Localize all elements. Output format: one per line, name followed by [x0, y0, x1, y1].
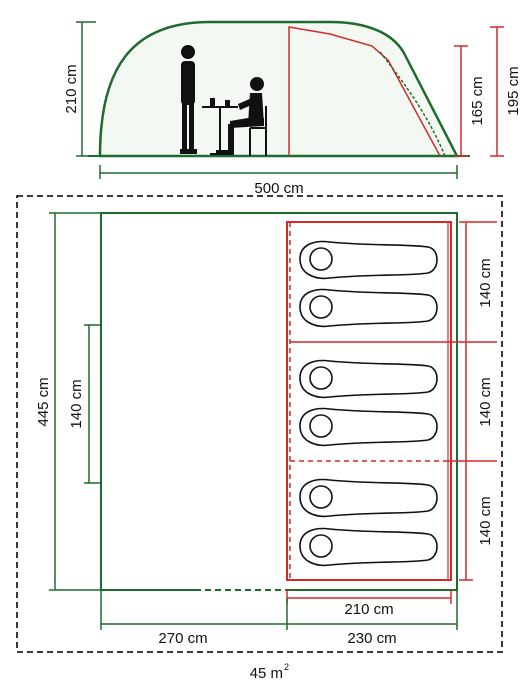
outer-height-dimension: [490, 26, 504, 157]
area-label: 45 m 2: [250, 662, 289, 682]
length-label: 500 cm: [254, 180, 303, 197]
side-view: 210 cm 500 cm 165 cm 195 cm: [63, 20, 522, 197]
height-dimension: [76, 21, 96, 157]
depth-label: 445 cm: [35, 377, 52, 426]
standing-person-icon: [180, 45, 197, 154]
sleeping-bag-icon: [299, 288, 438, 328]
sleeping-bag-icon: [299, 527, 438, 567]
bedroom-outline: [286, 221, 452, 581]
chair-icon: [249, 106, 267, 156]
height-label: 210 cm: [63, 64, 80, 113]
compartment-label-3: 140 cm: [477, 496, 494, 545]
bedroom-profile: [288, 26, 441, 157]
bedroom-pole: [379, 51, 446, 157]
door-width-label: 140 cm: [68, 379, 85, 428]
compartment-label-1: 140 cm: [477, 258, 494, 307]
outer-height-label: 195 cm: [505, 66, 522, 115]
sleeping-bags: [299, 240, 438, 567]
depth-dimension: [49, 212, 101, 591]
compartment-label-2: 140 cm: [477, 377, 494, 426]
bottom-length-dimension: [100, 590, 458, 630]
door-width-dimension: [84, 324, 101, 484]
sleeping-bag-icon: [299, 407, 438, 447]
seated-person-icon: [216, 77, 264, 155]
inner-height-label: 165 cm: [469, 76, 486, 125]
sleeping-bag-icon: [299, 240, 438, 280]
compartment-dimension: [459, 221, 497, 581]
floor-plan: 445 cm 140 cm 140 cm 140 cm 140 cm 210 c…: [16, 195, 503, 653]
area-superscript: 2: [284, 662, 289, 672]
area-value: 45 m: [250, 665, 283, 682]
bedroom-width-label: 210 cm: [344, 601, 393, 618]
sleeping-bag-icon: [299, 359, 438, 399]
living-length-label: 270 cm: [158, 630, 207, 647]
bedroom-length-label: 230 cm: [347, 630, 396, 647]
footprint-outline: [16, 195, 503, 653]
length-dimension: [99, 165, 458, 179]
sleeping-bag-icon: [299, 478, 438, 518]
inner-height-dimension: [454, 45, 468, 157]
